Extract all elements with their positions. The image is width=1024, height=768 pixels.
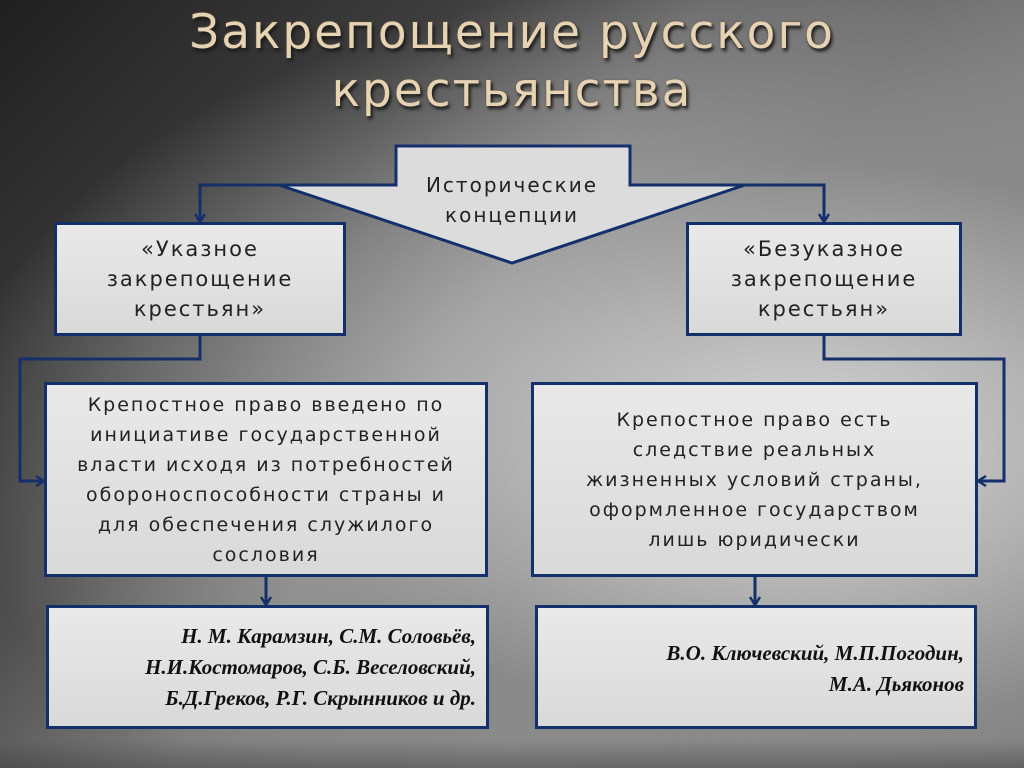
right-description-box: Крепостное право есть следствие реальных… (531, 382, 978, 577)
center-concept-line-1: Исторические (425, 173, 599, 197)
left-authors-box: Н. М. Карамзин, С.М. Соловьёв, Н.И.Косто… (46, 605, 489, 729)
left-desc-line-4: обороноспособности страны и (86, 483, 446, 506)
right-desc-line-1: Крепостное право есть (616, 408, 893, 431)
center-concept: Исторические концепции (396, 170, 628, 230)
connector-left-concept-desc (18, 336, 202, 481)
center-concept-shape (278, 144, 746, 265)
left-desc-line-5: для обеспечения служилого (97, 513, 435, 536)
background-bottom-band (0, 740, 1024, 768)
right-authors-box: В.О. Ключевский, М.П.Погодин, М.А. Дьяко… (535, 605, 977, 729)
left-desc-line-2: инициативе государственной (90, 423, 442, 446)
right-desc-line-4: оформленное государством (589, 498, 920, 521)
right-desc-line-2: следствие реальных (632, 438, 877, 461)
right-concept-line-1: «Безуказное (742, 237, 905, 261)
left-concept-line-3: крестьян» (133, 297, 267, 321)
left-desc-line-3: власти исходя из потребностей (77, 453, 455, 476)
center-concept-line-2: концепции (445, 203, 579, 227)
right-concept-line-2: закрепощение (730, 267, 918, 291)
left-desc-line-1: Крепостное право введено по (87, 393, 445, 416)
right-authors-line-1: В.О. Ключевский, М.П.Погодин, (666, 641, 964, 665)
right-concept-box: «Безуказное закрепощение крестьян» (686, 222, 962, 336)
connector-right-concept-desc (822, 336, 1006, 481)
left-concept-line-1: «Указное (141, 237, 259, 261)
right-concept-line-3: крестьян» (757, 297, 891, 321)
left-authors-line-3: Б.Д.Греков, Р.Г. Скрынников и др. (165, 685, 476, 710)
slide-title: Закрепощение русского крестьянства (0, 4, 1024, 120)
right-desc-line-3: жизненных условий страны, (586, 468, 923, 491)
title-line-1: Закрепощение русского (189, 5, 835, 60)
right-desc-line-5: лишь юридически (648, 528, 861, 551)
left-authors-line-1: Н. М. Карамзин, С.М. Соловьёв, (181, 623, 476, 648)
left-concept-line-2: закрепощение (106, 267, 294, 291)
connector-center-right (743, 183, 824, 222)
left-desc-line-6: сословия (212, 543, 320, 566)
connector-center-left (200, 183, 281, 222)
left-concept-box: «Указное закрепощение крестьян» (54, 222, 346, 336)
left-authors-line-2: Н.И.Костомаров, С.Б. Веселовский, (145, 654, 476, 679)
right-authors-line-2: М.А. Дьяконов (828, 672, 964, 696)
title-line-2: крестьянства (331, 63, 693, 118)
left-description-box: Крепостное право введено по инициативе г… (44, 382, 488, 577)
